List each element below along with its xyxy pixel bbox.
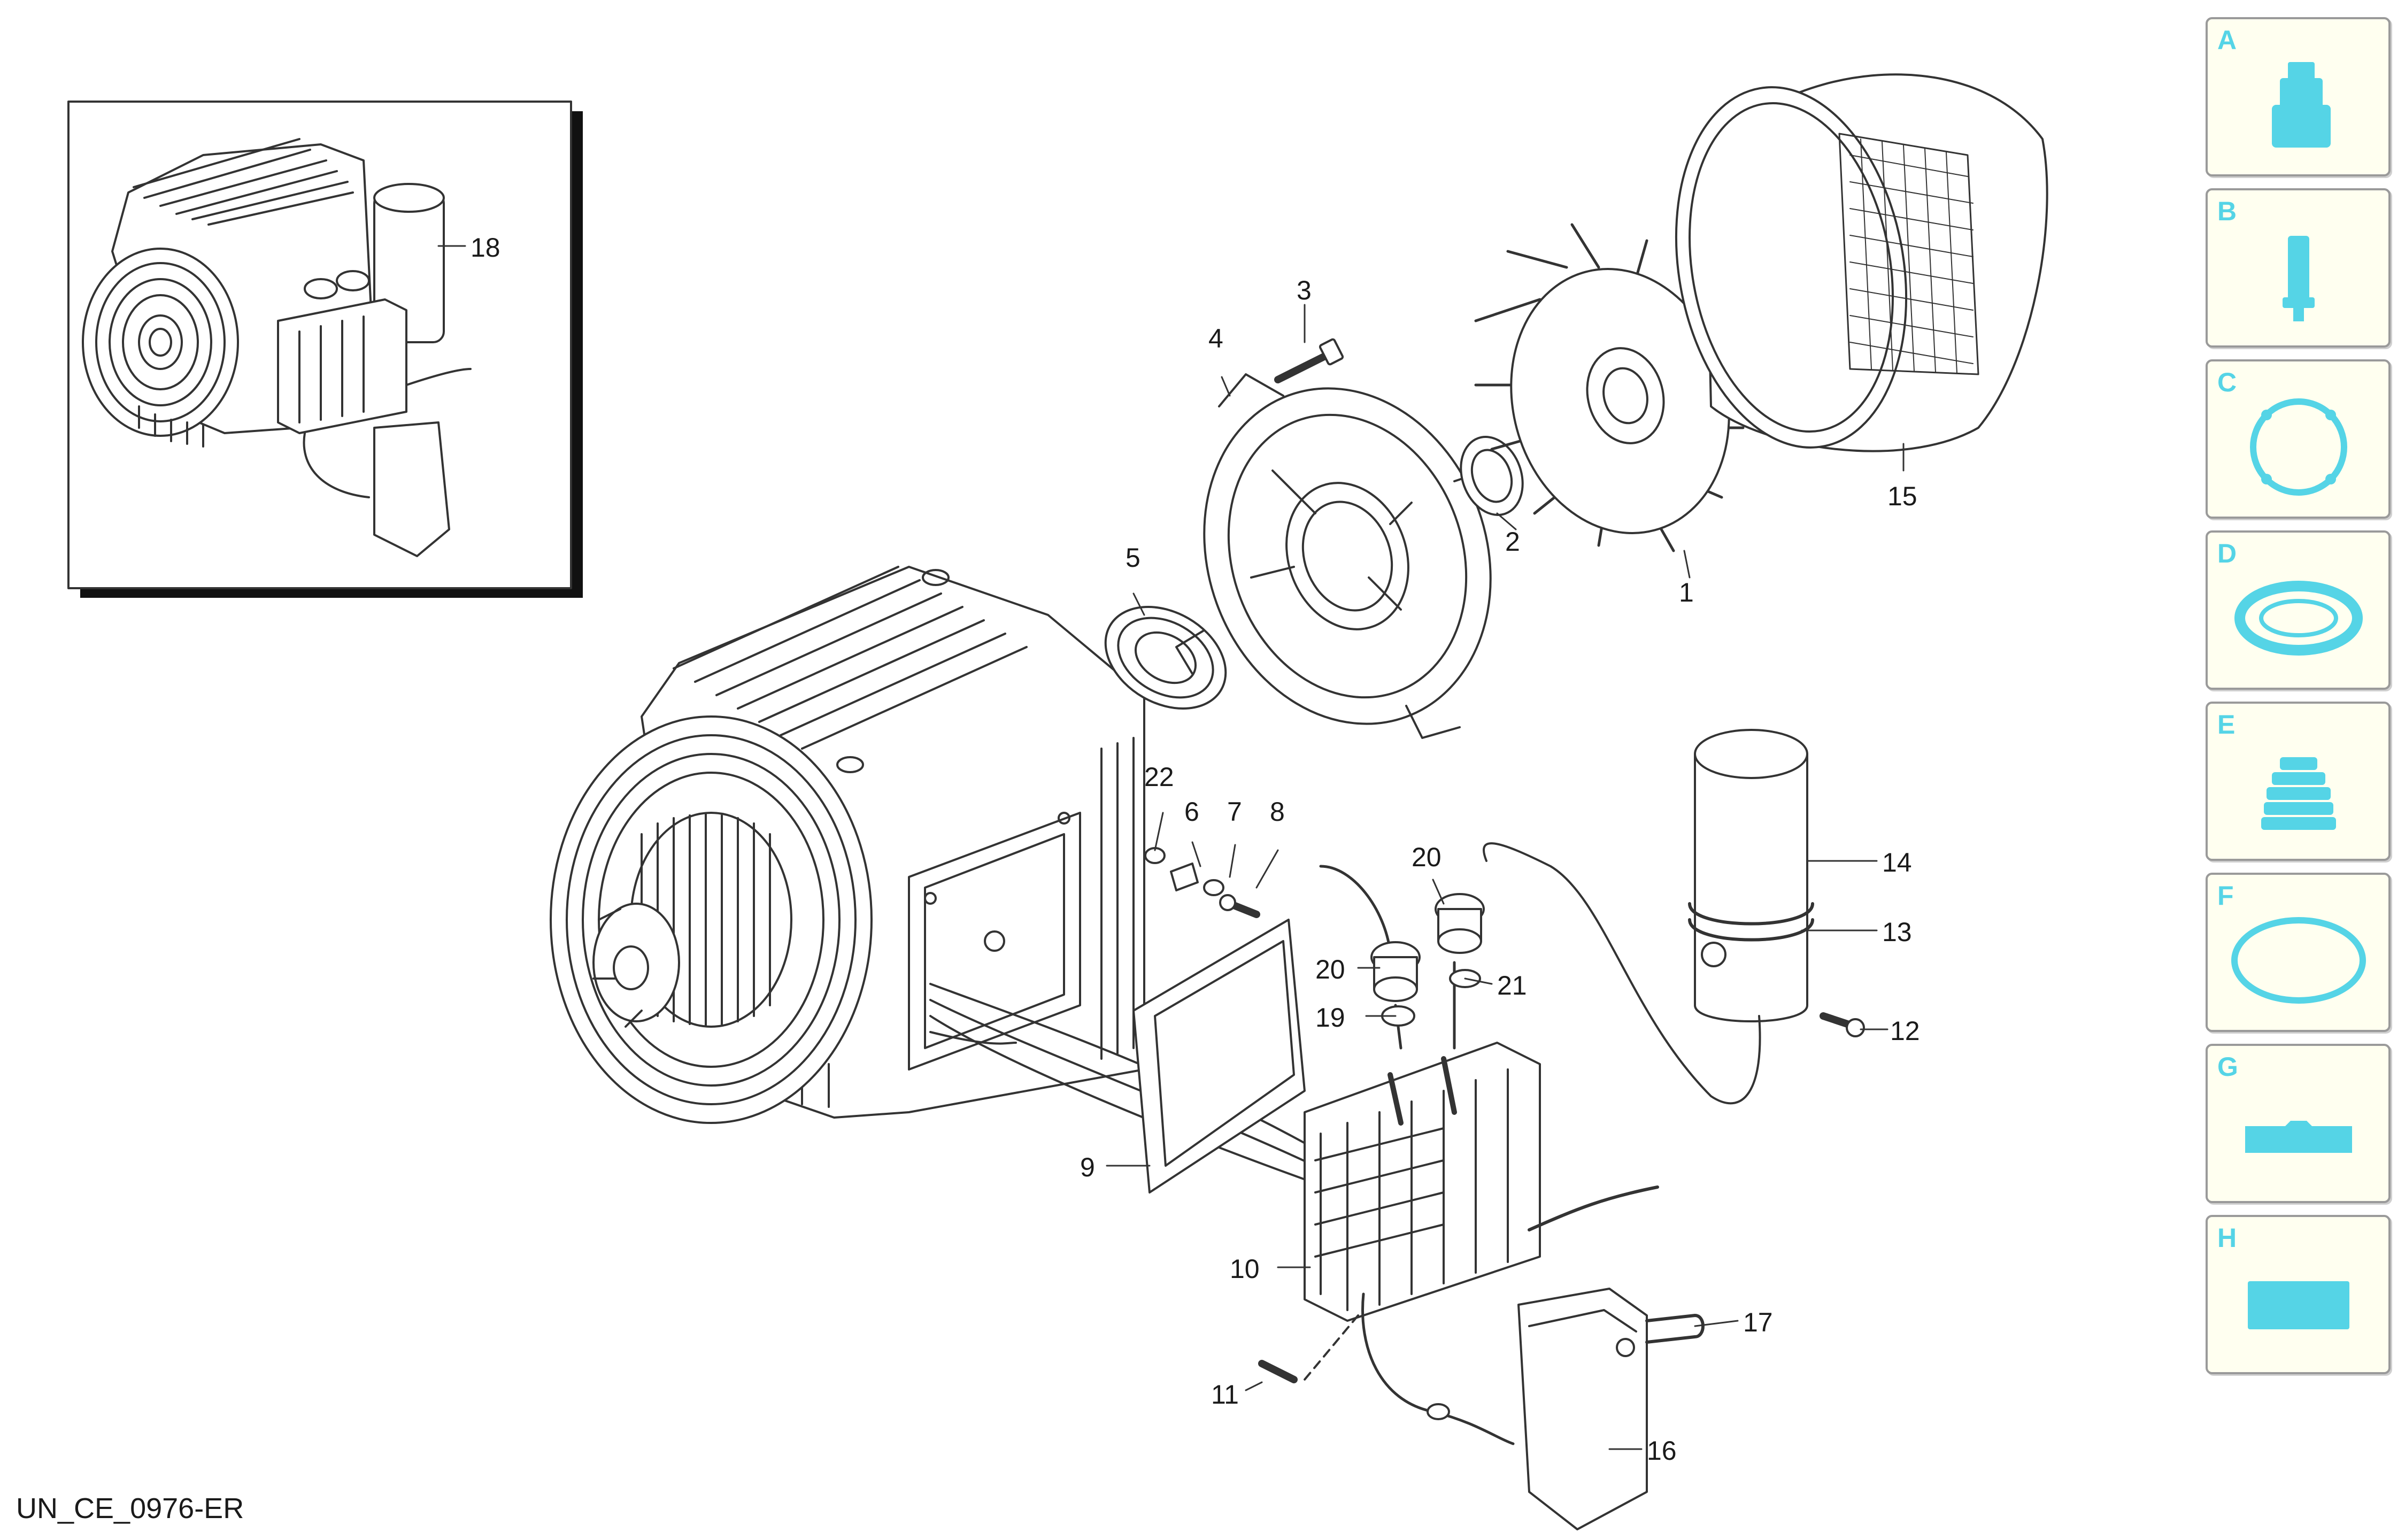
cover-plate-icon <box>2248 1281 2349 1329</box>
capacitor-cable <box>1483 842 1761 1105</box>
cable-glands <box>1319 865 1485 1050</box>
tab-e-letter: E <box>2217 710 2236 740</box>
capacitor <box>1688 729 1865 1037</box>
callout-20-left: 20 <box>1315 954 1345 984</box>
cooling-fan <box>1474 223 1745 552</box>
gasket-ring-icon <box>2231 917 2366 1004</box>
bearing <box>1104 606 1227 710</box>
bellows-icon <box>2261 757 2336 830</box>
tab-a[interactable]: A <box>2206 17 2391 176</box>
callout-20-right: 20 <box>1412 842 1442 872</box>
seal-ring-icon <box>2234 581 2363 656</box>
tab-a-letter: A <box>2217 25 2237 55</box>
tab-c-letter: C <box>2217 367 2237 397</box>
callout-12: 12 <box>1890 1016 1920 1046</box>
document-code: UN_CE_0976-ER <box>16 1492 244 1524</box>
tab-b-letter: B <box>2217 196 2237 226</box>
callout-3: 3 <box>1297 275 1312 305</box>
tab-g[interactable]: G <box>2206 1044 2391 1203</box>
junction-box-screw <box>1258 1360 1298 1383</box>
callout-11: 11 <box>1211 1380 1239 1410</box>
tab-f[interactable]: F <box>2206 873 2391 1032</box>
callout-7: 7 <box>1227 797 1242 827</box>
tab-h[interactable]: H <box>2206 1215 2391 1374</box>
leader-lines <box>437 245 1905 1450</box>
tab-d[interactable]: D <box>2206 530 2391 690</box>
callout-1: 1 <box>1679 578 1694 607</box>
end-shield <box>1175 373 1498 739</box>
callout-16: 16 <box>1647 1436 1677 1466</box>
tab-c[interactable]: C <box>2206 359 2391 519</box>
assembled-motor-inset <box>67 101 583 598</box>
callout-13: 13 <box>1882 917 1912 947</box>
valve-plate-icon <box>2245 1121 2352 1153</box>
small-hardware <box>1144 847 1260 918</box>
callout-18: 18 <box>471 233 500 263</box>
terminal-box-gasket <box>1132 919 1306 1194</box>
tab-g-letter: G <box>2217 1052 2238 1082</box>
callout-8: 8 <box>1270 797 1285 827</box>
callout-22: 22 <box>1144 762 1174 792</box>
callout-2: 2 <box>1505 527 1520 557</box>
junction-box <box>1304 1042 1659 1381</box>
callout-19: 19 <box>1315 1003 1345 1033</box>
callout-21: 21 <box>1497 971 1527 1000</box>
callout-numbers: 1 2 3 4 5 6 7 8 9 10 11 12 13 14 15 16 1… <box>471 233 1920 1466</box>
motor-housing <box>550 566 1145 1124</box>
tab-e[interactable]: E <box>2206 702 2391 861</box>
tab-b[interactable]: B <box>2206 188 2391 348</box>
callout-14: 14 <box>1882 848 1912 877</box>
callout-17: 17 <box>1743 1307 1773 1337</box>
callout-5: 5 <box>1126 543 1140 573</box>
fan-cover <box>1675 73 2048 452</box>
callout-4: 4 <box>1208 324 1223 353</box>
o-ring-flange-icon <box>2250 398 2347 496</box>
callout-9: 9 <box>1080 1152 1095 1182</box>
shaft-seal <box>1460 436 1524 516</box>
callout-15: 15 <box>1887 481 1917 511</box>
callout-10: 10 <box>1230 1254 1260 1284</box>
pump-head-icon <box>2272 62 2331 148</box>
piston-icon <box>2283 236 2315 321</box>
bolt <box>1274 338 1344 383</box>
tab-d-letter: D <box>2217 538 2237 568</box>
callout-6: 6 <box>1184 797 1199 827</box>
tab-f-letter: F <box>2217 881 2234 911</box>
tab-h-letter: H <box>2217 1223 2237 1253</box>
pressure-switch <box>1361 1288 1705 1530</box>
